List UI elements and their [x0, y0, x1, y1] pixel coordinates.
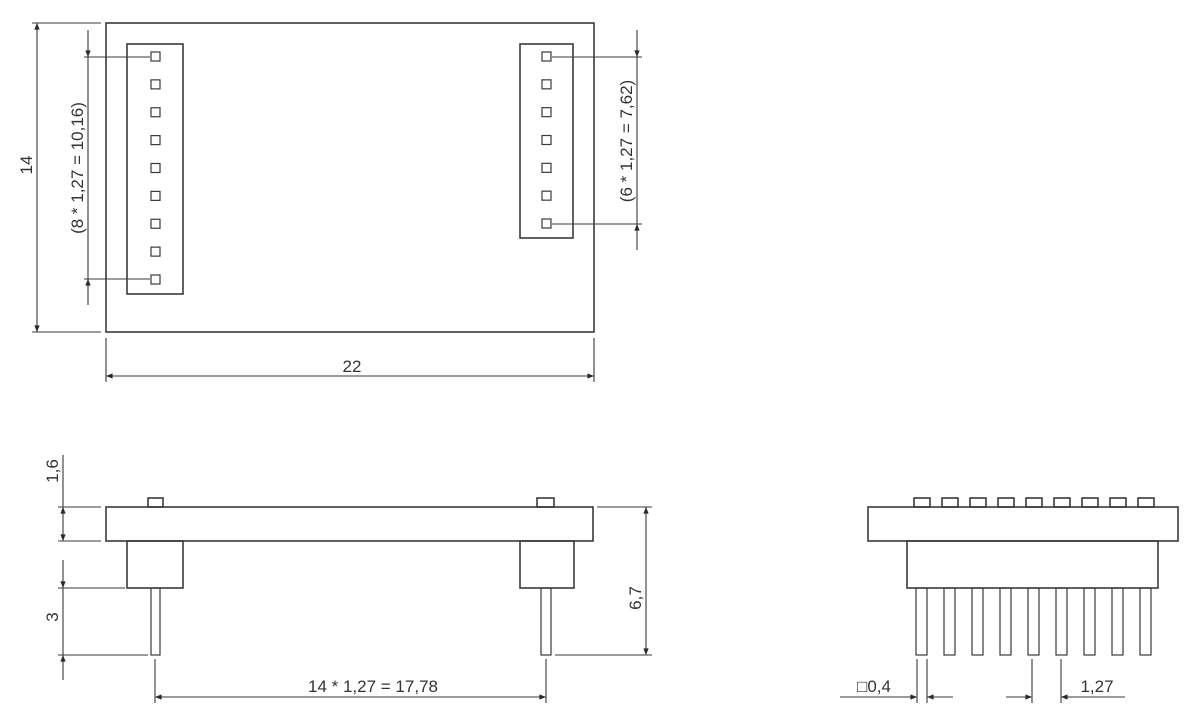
pin-span-label: 14 * 1,27 = 17,78	[308, 677, 438, 696]
pad	[150, 51, 161, 62]
pin	[971, 587, 984, 656]
pad	[1081, 497, 1099, 508]
front-view: □0,4 1,27	[840, 497, 1179, 703]
left-pitch-label: (8 * 1,27 = 10,16)	[68, 102, 87, 234]
pin-pitch-dimension: 1,27	[1006, 659, 1125, 703]
pad	[150, 79, 161, 90]
pad	[913, 497, 931, 508]
pad	[541, 79, 552, 90]
pad	[150, 246, 161, 257]
right-header	[519, 43, 574, 239]
pad	[150, 162, 161, 174]
pin	[1027, 587, 1040, 656]
pad	[541, 107, 552, 118]
right-header-pads	[541, 51, 552, 229]
front-pads	[913, 497, 1155, 508]
pad	[541, 218, 552, 229]
pad	[1109, 497, 1127, 508]
pin-size-label: □0,4	[857, 677, 891, 696]
pin-pitch-label: 1,27	[1080, 677, 1113, 696]
pin	[915, 587, 928, 656]
left-header-pads	[150, 51, 161, 285]
pad	[1053, 497, 1071, 508]
pad	[541, 190, 552, 201]
pin	[999, 587, 1012, 656]
front-header	[906, 540, 1159, 589]
height-dimension: 14	[17, 22, 101, 333]
pad	[150, 274, 161, 285]
left-pitch-dimension: (8 * 1,27 = 10,16)	[68, 30, 150, 305]
total-height-dimension: 6,7	[555, 506, 652, 656]
side-board	[105, 506, 594, 542]
pad	[541, 134, 552, 146]
thickness-label: 1,6	[43, 459, 62, 483]
pin	[1055, 587, 1068, 656]
pin-length-label: 3	[43, 612, 62, 621]
right-pitch-dimension: (6 * 1,27 = 7,62)	[552, 30, 642, 250]
front-pins	[915, 587, 1152, 656]
pad	[997, 497, 1015, 508]
pad	[150, 190, 161, 201]
pin	[1111, 587, 1124, 656]
pin-length-dimension: 3	[43, 560, 148, 680]
pad	[541, 162, 552, 173]
pin	[1083, 587, 1096, 656]
pin-size-dimension: □0,4	[840, 659, 953, 703]
side-view: 1,6 3 6,7 14 * 1,27 = 17,78	[43, 455, 652, 703]
width-dimension: 22	[105, 338, 595, 382]
pad	[1137, 497, 1155, 508]
front-board	[867, 506, 1179, 542]
pad	[150, 135, 161, 146]
pad	[150, 218, 161, 229]
pin	[943, 587, 956, 656]
pad	[150, 107, 161, 118]
height-label: 14	[17, 156, 36, 175]
pad	[541, 51, 552, 62]
right-pitch-label: (6 * 1,27 = 7,62)	[617, 80, 636, 202]
pad	[969, 497, 987, 508]
thickness-dimension: 1,6	[43, 455, 101, 542]
total-height-label: 6,7	[626, 586, 645, 610]
pin	[1139, 587, 1152, 656]
board-outline	[105, 22, 595, 333]
pin-span-dimension: 14 * 1,27 = 17,78	[154, 659, 547, 703]
width-label: 22	[343, 357, 362, 376]
left-header	[126, 43, 184, 295]
pad	[1025, 497, 1043, 508]
pad	[941, 497, 959, 508]
top-view: 14 (8 * 1,27 = 10,16) (6 * 1,27 = 7,62) …	[17, 22, 642, 382]
